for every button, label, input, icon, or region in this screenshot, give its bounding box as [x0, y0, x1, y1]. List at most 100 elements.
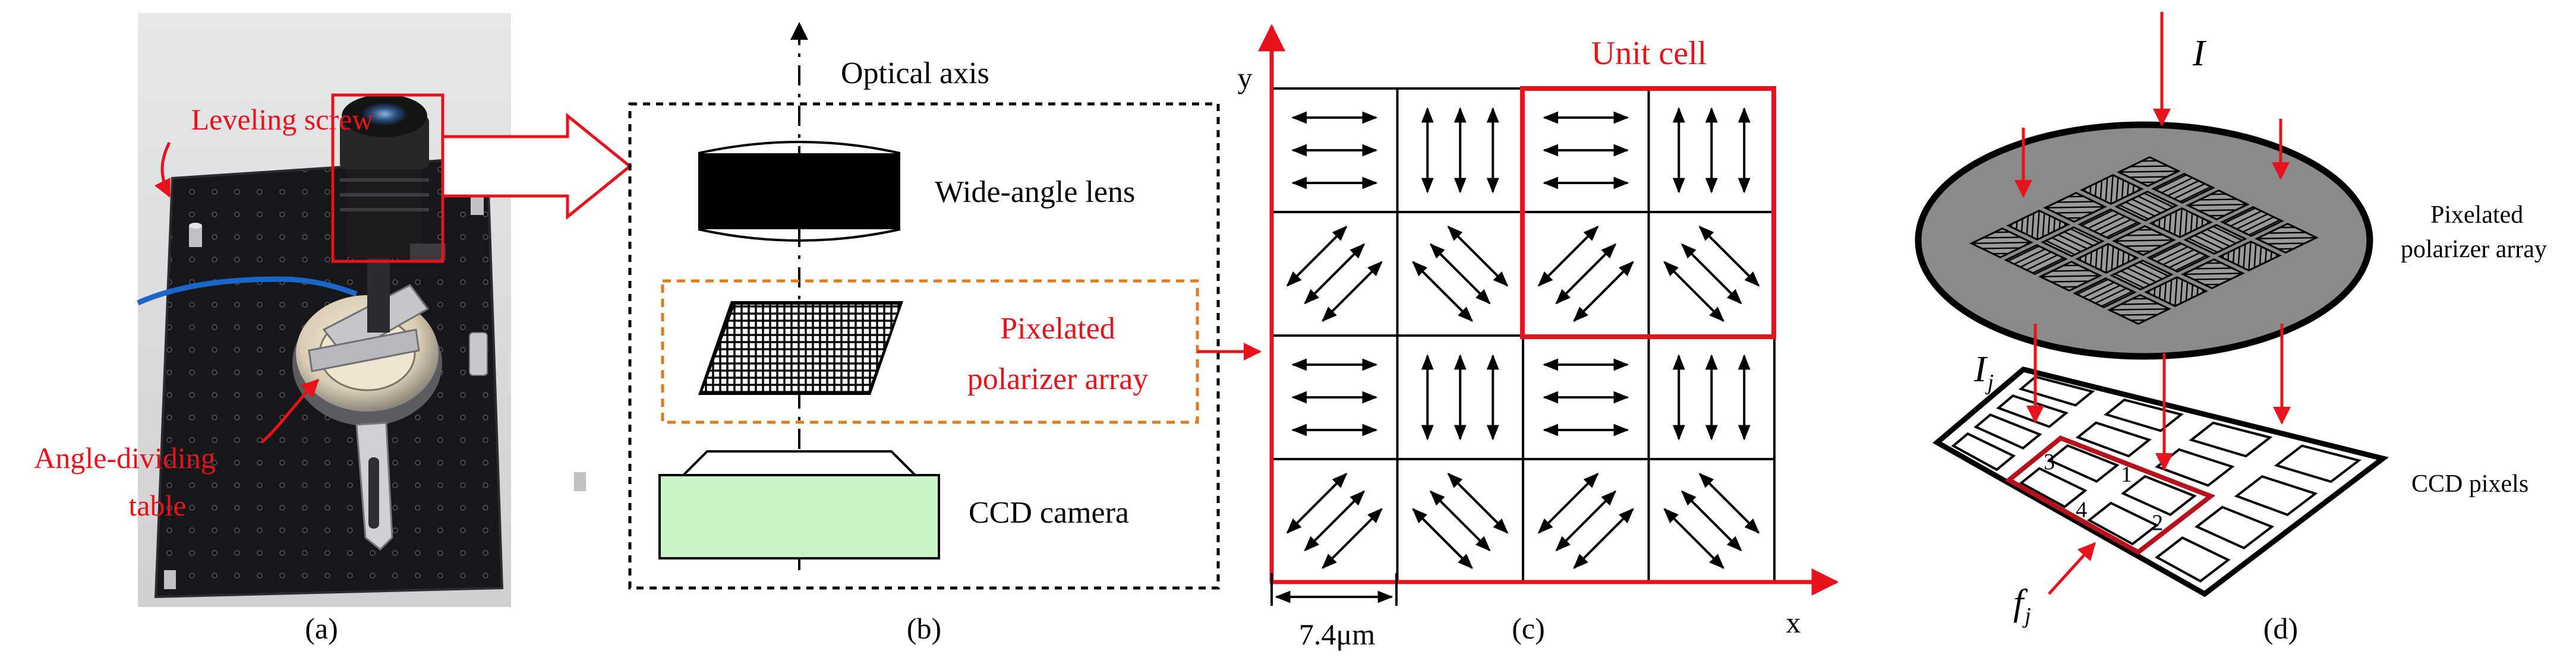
angle-dividing-arrow: [260, 378, 320, 444]
superpixel-highlight: [2004, 435, 2216, 555]
ccd-pixel: [2234, 475, 2318, 517]
ccd-pixel: [2195, 505, 2275, 550]
polarization-arrows-v: [1672, 354, 1751, 441]
polarization-arrows-h: [1291, 111, 1378, 189]
polarizer-tile: [2112, 225, 2176, 257]
polarization-arrow: [1322, 261, 1383, 322]
ccd-pixel: [2019, 467, 2088, 508]
polarization-arrow: [1573, 261, 1634, 322]
polarizer-tile: [2255, 222, 2319, 254]
label-unit-cell: Unit cell: [1591, 35, 1707, 72]
fj-pointer-arrow: [2048, 542, 2096, 595]
pixel-number: 2: [2152, 510, 2163, 535]
superpixel-numbers: 12 34: [2044, 450, 2163, 535]
label-pixelated-d: Pixelated: [2430, 201, 2523, 229]
polarization-arrows-v: [1421, 354, 1499, 441]
leveling-screw-post: [574, 472, 586, 491]
polarization-arrow: [1412, 261, 1473, 322]
pixel-number: 3: [2044, 450, 2055, 475]
polarization-arrows-d2: [1412, 472, 1509, 570]
polarization-arrows-h: [1543, 111, 1629, 189]
polarization-arrow: [1663, 261, 1724, 322]
polarization-arrows-h: [1291, 358, 1378, 437]
ccd-pixel: [2121, 475, 2197, 517]
polarization-arrow: [1663, 508, 1724, 570]
polarizer-tile: [2080, 173, 2144, 205]
polarization-arrows-d1: [1286, 472, 1383, 570]
polarizer-grid-panel: Unit cell y x 7.4μm: [1238, 24, 1839, 651]
ccd-pixel: [2189, 421, 2273, 458]
polarization-arrows-d1: [1537, 472, 1634, 570]
polarizer-tile: [1969, 227, 2033, 259]
ccd-pixel: [1951, 432, 2016, 472]
polarization-arrows-d1: [1537, 225, 1634, 322]
polarizer-tile: [2186, 189, 2250, 221]
ccd-pixel: [2274, 444, 2362, 483]
polarization-arrows-v: [1421, 107, 1499, 194]
ccd-pixel: [2086, 501, 2159, 546]
ccd-pixel: [1973, 413, 2042, 450]
polarizer-tile: [2144, 276, 2208, 308]
polarization-arrows-d1: [1286, 225, 1383, 322]
setup-photo: [137, 13, 586, 607]
polarizer-tile: [2075, 242, 2139, 274]
leveling-screw-post: [164, 570, 176, 589]
ccd-camera-symbol: [658, 450, 940, 559]
polarizer-ccd-illustration: I Ij fj Pixelated polarizer array CCD pi…: [1915, 12, 2547, 628]
label-angle-dividing-2: table: [128, 489, 186, 522]
zoom-arrow: [441, 112, 632, 220]
label-leveling-screw: Leveling screw: [191, 103, 374, 136]
polarizer-tile: [2218, 240, 2282, 272]
wide-angle-lens-symbol: [698, 141, 901, 242]
polarizer-tile: [2006, 209, 2070, 241]
polarizer-tile: [2117, 156, 2181, 188]
label-polarizer-array-d: polarizer array: [2401, 236, 2547, 263]
pixelated-polarizer-symbol: [698, 301, 903, 395]
optical-schematic: Optical axis Wide-angle lens Pixelated p…: [628, 22, 1220, 590]
ccd-pixel: [2075, 421, 2152, 458]
label-panel-d: (d): [2263, 612, 2298, 645]
polarization-arrow: [1322, 508, 1383, 570]
polarizer-tiles: [1969, 156, 2319, 325]
polarization-arrows-d2: [1412, 225, 1509, 322]
label-panel-c: (c): [1512, 612, 1545, 645]
label-panel-b: (b): [907, 612, 941, 645]
polarization-arrow: [1412, 508, 1473, 570]
polarization-arrows-v: [1672, 107, 1751, 194]
leveling-screw-arrow: [154, 141, 171, 198]
schematic-frame: [628, 102, 1220, 590]
polarizer-tile: [2107, 293, 2171, 325]
label-polarizer-array: polarizer array: [967, 362, 1149, 396]
pixel-number: 1: [2121, 462, 2132, 487]
label-angle-dividing-1: Angle-dividing: [34, 441, 216, 475]
ccd-pixel: [2155, 536, 2231, 583]
ccd-pixel: [2047, 444, 2120, 483]
ccd-pixel: [2018, 375, 2095, 407]
label-intensity-i: I: [2192, 33, 2207, 74]
polarization-arrows-d2: [1663, 225, 1760, 322]
polarization-arrows-h: [1543, 358, 1629, 437]
label-axis-y: y: [1238, 61, 1253, 94]
polarizer-grid: [1270, 87, 1776, 584]
label-wide-angle-lens: Wide-angle lens: [935, 175, 1135, 209]
label-scale: 7.4μm: [1299, 618, 1375, 651]
ccd-pixel: [2104, 399, 2184, 432]
polarizer-tile: [2149, 207, 2213, 239]
leveling-screw-post: [189, 223, 202, 247]
label-fj: fj: [2013, 583, 2031, 628]
label-pixelated: Pixelated: [1000, 312, 1115, 346]
polarization-arrows-d2: [1663, 472, 1760, 570]
polarization-arrow: [1573, 508, 1634, 570]
label-ccd-camera: CCD camera: [969, 496, 1129, 530]
label-panel-a: (a): [305, 612, 338, 645]
label-intensity-ij: Ij: [1973, 349, 1994, 395]
label-ccd-pixels: CCD pixels: [2411, 470, 2528, 498]
label-optical-axis: Optical axis: [841, 56, 989, 90]
pixel-number: 4: [2076, 497, 2087, 522]
polarizer-tile: [2038, 260, 2102, 292]
polarizer-tile: [2043, 191, 2107, 223]
polarizer-tile: [2181, 258, 2245, 290]
unit-cell-box: [1520, 86, 1776, 339]
label-axis-x: x: [1786, 606, 1801, 639]
